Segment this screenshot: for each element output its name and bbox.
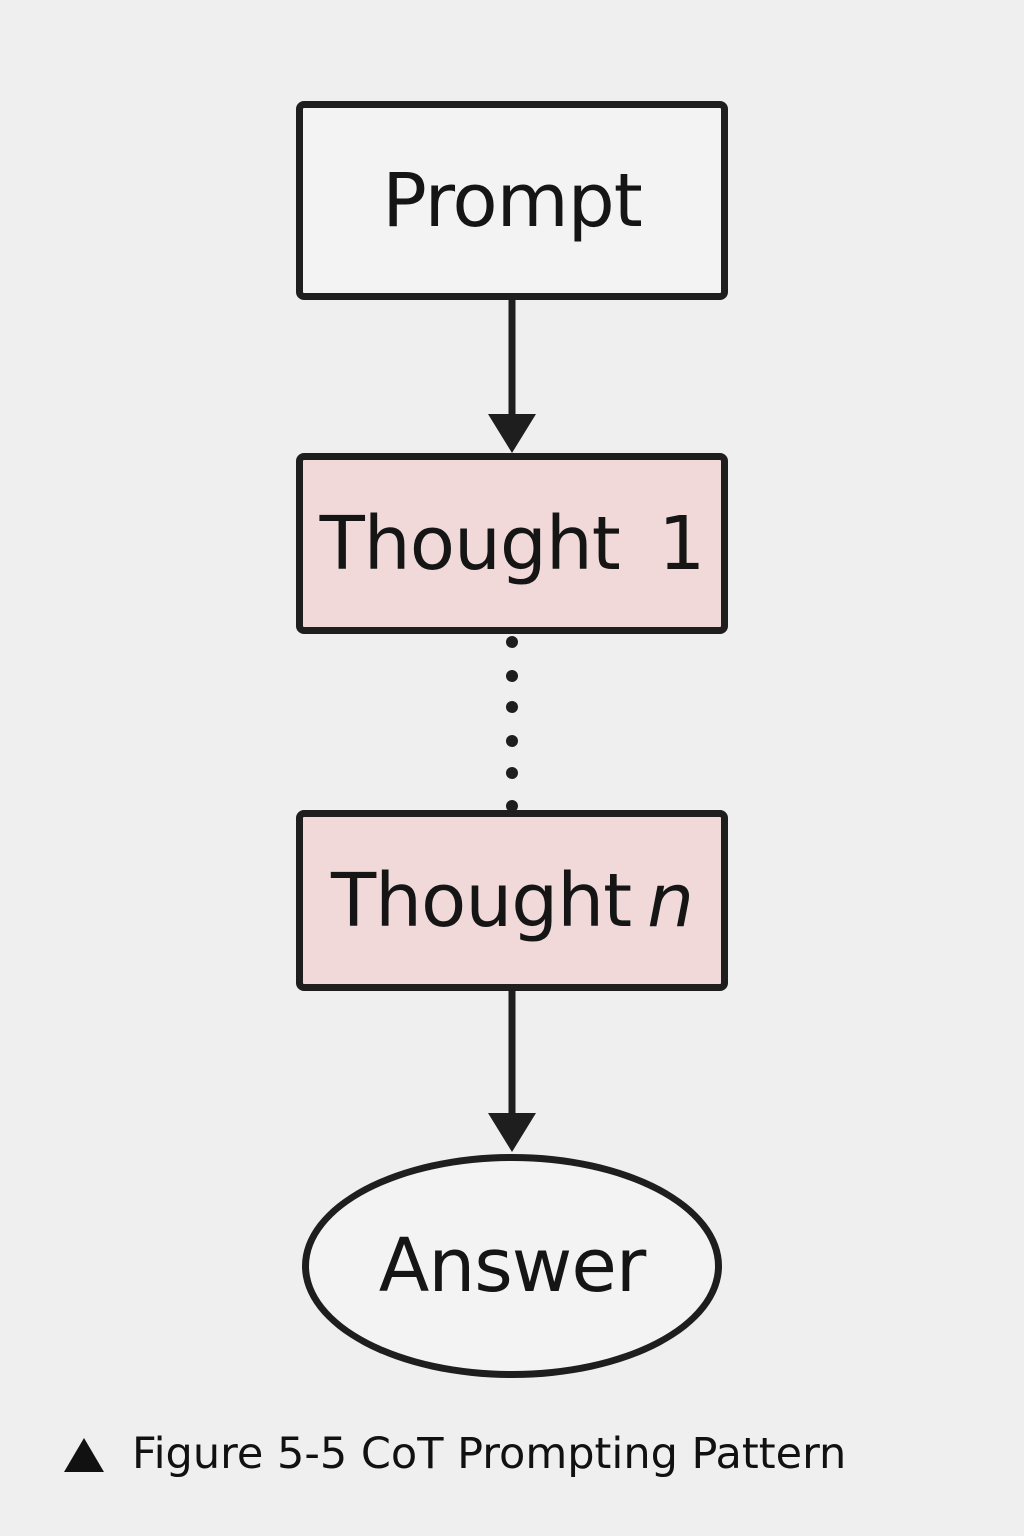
dotted-chain-dot — [506, 767, 518, 779]
prompt-node: Prompt — [296, 101, 728, 300]
dotted-chain-dot — [506, 701, 518, 713]
dotted-chain-dot — [506, 735, 518, 747]
thought-1-node: Thought 1 — [296, 453, 728, 634]
answer-node: Answer — [302, 1154, 722, 1378]
thought-n-prefix: Thought — [330, 857, 632, 944]
answer-label: Answer — [378, 1223, 647, 1309]
arrowhead-thought-1 — [488, 414, 536, 453]
caption-text: Figure 5-5 CoT Prompting Pattern — [132, 1429, 847, 1479]
triangle-up-icon — [64, 1438, 104, 1472]
prompt-label: Prompt — [382, 157, 642, 244]
thought-n-index: n — [647, 857, 694, 944]
arrowhead-answer — [488, 1113, 536, 1152]
dotted-chain-dot — [506, 636, 518, 648]
thought-1-label: Thought 1 — [320, 507, 706, 581]
thought-1-index: 1 — [658, 500, 705, 587]
dotted-chain-dot — [506, 670, 518, 682]
thought-1-prefix: Thought — [319, 500, 621, 587]
figure-caption: Figure 5-5 CoT Prompting Pattern — [64, 1427, 846, 1481]
